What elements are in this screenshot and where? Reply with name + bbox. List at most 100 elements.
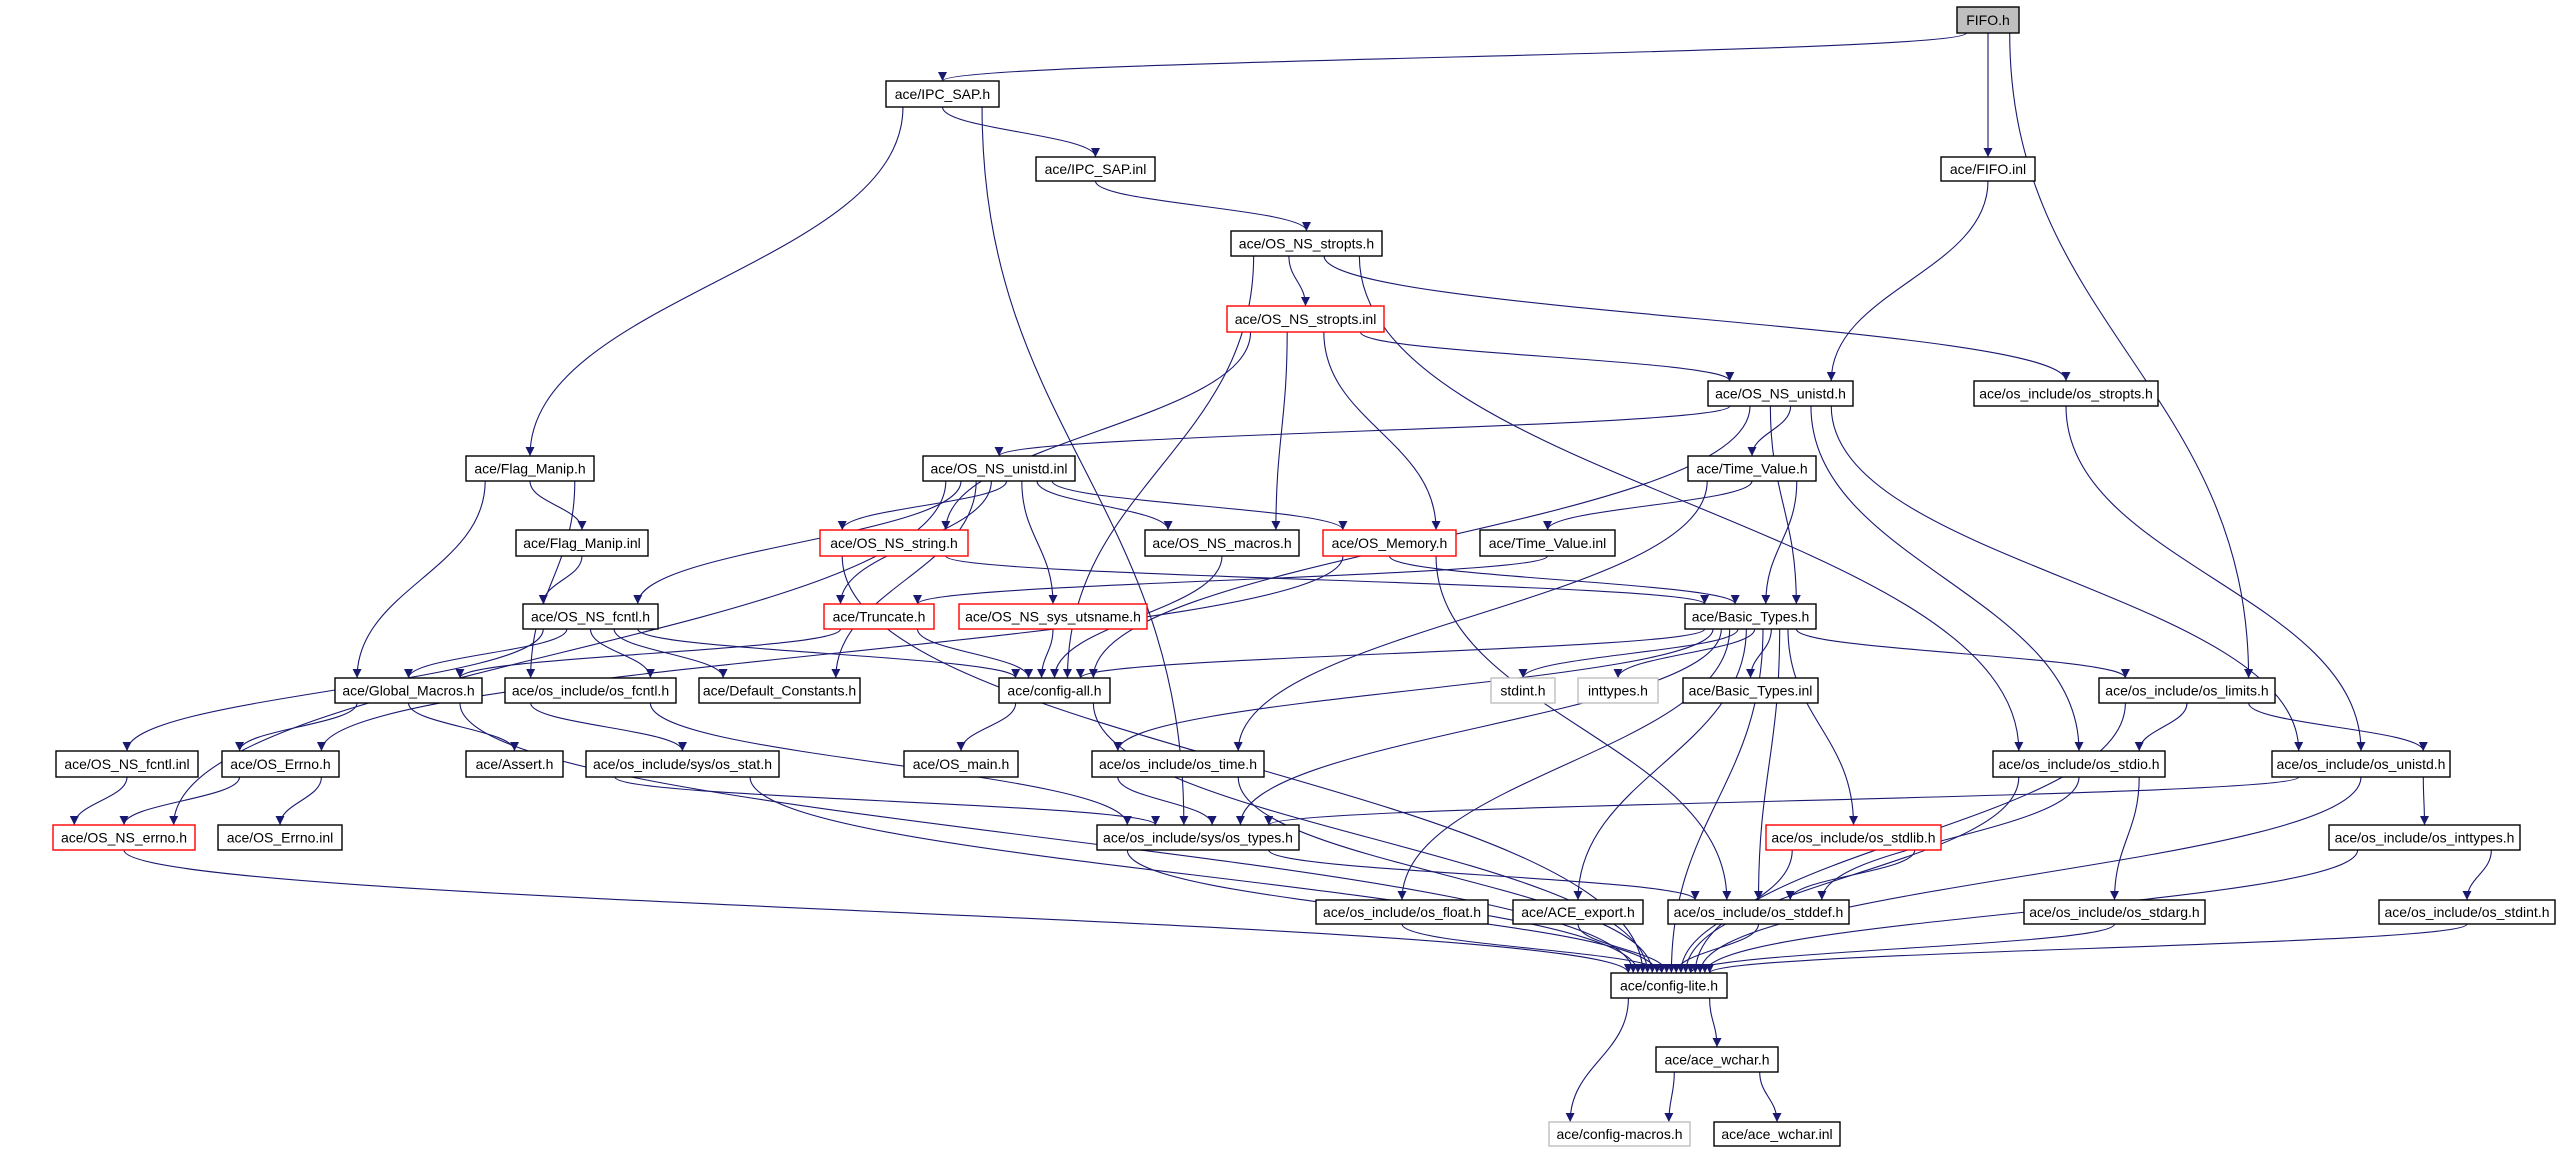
node-label: ace/os_include/os_stdarg.h bbox=[2029, 904, 2199, 920]
node-ace-os-ns-unistd-inl[interactable]: ace/OS_NS_unistd.inl bbox=[922, 455, 1076, 482]
edge-ace-basic-types-h-to-ace-os-include-sys-os-types-h bbox=[1235, 628, 1722, 826]
node-ace-os-ns-unistd-h[interactable]: ace/OS_NS_unistd.h bbox=[1707, 380, 1854, 407]
node-ace-os-ns-sys-utsname-h[interactable]: ace/OS_NS_sys_utsname.h bbox=[958, 603, 1148, 630]
edge-ace-os-ns-stropts-h-to-ace-os-include-os-stdio-h bbox=[1358, 255, 2024, 752]
node-box bbox=[1548, 1121, 1691, 1147]
node-ace-os-main-h[interactable]: ace/OS_main.h bbox=[903, 750, 1019, 778]
node-ace-os-include-os-inttypes-h[interactable]: ace/os_include/os_inttypes.h bbox=[2328, 824, 2521, 851]
node-ace-config-macros-h[interactable]: ace/config-macros.h bbox=[1548, 1121, 1691, 1147]
node-ace-os-ns-stropts-h[interactable]: ace/OS_NS_stropts.h bbox=[1230, 230, 1383, 257]
node-ace-config-all-h[interactable]: ace/config-all.h bbox=[998, 677, 1111, 704]
node-box bbox=[1512, 899, 1644, 925]
edge-ace-time-value-h-to-ace-time-value-inl bbox=[1543, 480, 1753, 531]
node-label: ace/Assert.h bbox=[476, 756, 554, 772]
node-box bbox=[585, 750, 780, 778]
nodes-layer: FIFO.h ace/IPC_SAP.h ace/IPC_SAP.inl ace/FI… bbox=[52, 6, 2556, 1147]
node-ace-basic-types-inl[interactable]: ace/Basic_Types.inl bbox=[1682, 677, 1819, 704]
node-ace-ipc-sap-inl[interactable]: ace/IPC_SAP.inl bbox=[1035, 156, 1156, 182]
node-box bbox=[1315, 899, 1489, 925]
node-stdint-h[interactable]: stdint.h bbox=[1490, 677, 1556, 704]
node-label: ace/OS_NS_unistd.h bbox=[1715, 386, 1846, 402]
node-ace-time-value-h[interactable]: ace/Time_Value.h bbox=[1687, 455, 1817, 482]
node-ace-truncate-h[interactable]: ace/Truncate.h bbox=[823, 603, 935, 630]
node-ace-os-include-os-stddef-h[interactable]: ace/os_include/os_stddef.h bbox=[1667, 899, 1850, 925]
node-ace-os-ns-string-h[interactable]: ace/OS_NS_string.h bbox=[819, 529, 969, 557]
node-ace-os-errno-h[interactable]: ace/OS_Errno.h bbox=[221, 750, 340, 778]
edge-ace-os-include-os-stdio-h-to-ace-os-include-os-stddef-h bbox=[1817, 776, 2080, 901]
node-ace-ipc-sap-h[interactable]: ace/IPC_SAP.h bbox=[885, 80, 1000, 108]
node-box bbox=[55, 750, 199, 778]
edge-ace-os-ns-stropts-h-to-ace-os-ns-stropts-inl bbox=[1288, 255, 1310, 307]
edge-ace-global-macros-h-to-ace-os-errno-h bbox=[235, 702, 358, 752]
edge-ace-basic-types-h-to-ace-os-include-os-stdlib-h bbox=[1787, 628, 1858, 826]
edge-ace-basic-types-h-to-ace-config-all-h bbox=[1076, 628, 1706, 679]
node-ace-ace-export-h[interactable]: ace/ACE_export.h bbox=[1512, 899, 1644, 925]
node-label: ace/OS_NS_fcntl.h bbox=[531, 609, 650, 625]
node-ace-flag-manip-inl[interactable]: ace/Flag_Manip.inl bbox=[515, 529, 649, 557]
node-box bbox=[1765, 824, 1942, 851]
node-ace-global-macros-h[interactable]: ace/Global_Macros.h bbox=[334, 677, 483, 704]
node-ace-os-ns-errno-h[interactable]: ace/OS_NS_errno.h bbox=[52, 824, 196, 851]
node-ace-os-include-sys-os-types-h[interactable]: ace/os_include/sys/os_types.h bbox=[1096, 824, 1300, 851]
node-label: inttypes.h bbox=[1588, 683, 1648, 699]
node-label: ace/config-lite.h bbox=[1620, 978, 1718, 994]
edge-ace-flag-manip-inl-to-ace-os-ns-fcntl-h bbox=[538, 555, 583, 605]
node-ace-flag-manip-h[interactable]: ace/Flag_Manip.h bbox=[465, 455, 595, 482]
edge-ace-os-include-os-time-h-to-ace-os-include-sys-os-types-h bbox=[1117, 776, 1217, 826]
node-label: ace/os_include/os_limits.h bbox=[2105, 683, 2268, 699]
edge-ace-config-lite-h-to-ace-ace-wchar-h bbox=[1709, 997, 1722, 1048]
node-box bbox=[217, 824, 343, 851]
node-ace-os-include-os-stropts-h[interactable]: ace/os_include/os_stropts.h bbox=[1973, 380, 2159, 407]
node-box bbox=[1091, 750, 1265, 778]
node-ace-os-ns-macros-h[interactable]: ace/OS_NS_macros.h bbox=[1144, 529, 1300, 557]
node-fifo-h[interactable]: FIFO.h bbox=[1956, 6, 2020, 34]
node-ace-os-ns-stropts-inl[interactable]: ace/OS_NS_stropts.inl bbox=[1226, 305, 1385, 333]
node-label: FIFO.h bbox=[1966, 12, 2010, 28]
node-ace-os-include-os-time-h[interactable]: ace/os_include/os_time.h bbox=[1091, 750, 1265, 778]
node-box bbox=[52, 824, 196, 851]
node-ace-default-constants-h[interactable]: ace/Default_Constants.h bbox=[698, 677, 861, 704]
node-box bbox=[958, 603, 1148, 630]
node-ace-os-errno-inl[interactable]: ace/OS_Errno.inl bbox=[217, 824, 343, 851]
edge-ace-os-include-os-stropts-h-to-ace-os-include-os-unistd-h bbox=[2065, 405, 2366, 752]
node-box bbox=[998, 677, 1111, 704]
node-ace-ace-wchar-inl[interactable]: ace/ace_wchar.inl bbox=[1713, 1121, 1841, 1147]
edge-ace-os-ns-stropts-inl-to-ace-os-ns-unistd-h bbox=[1359, 331, 1735, 382]
node-label: stdint.h bbox=[1500, 683, 1545, 699]
node-ace-os-include-os-float-h[interactable]: ace/os_include/os_float.h bbox=[1315, 899, 1489, 925]
node-ace-os-include-os-stdio-h[interactable]: ace/os_include/os_stdio.h bbox=[1992, 750, 2166, 778]
node-ace-assert-h[interactable]: ace/Assert.h bbox=[465, 750, 564, 778]
edge-ace-ipc-sap-h-to-ace-ipc-sap-inl bbox=[941, 106, 1100, 158]
node-label: ace/os_include/os_fcntl.h bbox=[512, 683, 669, 699]
edge-ace-os-include-os-unistd-h-to-ace-config-lite-h bbox=[1695, 776, 2362, 974]
node-ace-os-include-os-stdarg-h[interactable]: ace/os_include/os_stdarg.h bbox=[2023, 899, 2206, 925]
edges-layer bbox=[69, 32, 2492, 1123]
node-ace-fifo-inl[interactable]: ace/FIFO.inl bbox=[1940, 156, 2036, 182]
node-box bbox=[1577, 677, 1659, 704]
node-label: ace/FIFO.inl bbox=[1950, 161, 2026, 177]
node-label: ace/os_include/os_stdio.h bbox=[1998, 756, 2159, 772]
edge-ace-flag-manip-h-to-ace-global-macros-h bbox=[352, 480, 486, 679]
node-ace-os-include-os-stdint-h[interactable]: ace/os_include/os_stdint.h bbox=[2378, 899, 2556, 925]
node-inttypes-h[interactable]: inttypes.h bbox=[1577, 677, 1659, 704]
node-label: ace/os_include/os_stddef.h bbox=[1674, 904, 1844, 920]
node-box bbox=[1610, 972, 1728, 999]
node-ace-time-value-inl[interactable]: ace/Time_Value.inl bbox=[1479, 529, 1616, 557]
edge-ace-os-ns-fcntl-inl-to-ace-os-ns-errno-h bbox=[69, 776, 128, 826]
node-ace-os-include-os-limits-h[interactable]: ace/os_include/os_limits.h bbox=[2098, 677, 2276, 704]
node-box bbox=[1035, 156, 1156, 182]
edge-ace-truncate-h-to-ace-config-all-h bbox=[916, 628, 1034, 679]
node-label: ace/Time_Value.h bbox=[1696, 461, 1807, 477]
node-ace-os-memory-h[interactable]: ace/OS_Memory.h bbox=[1322, 529, 1457, 557]
node-ace-os-include-sys-os-stat-h[interactable]: ace/os_include/sys/os_stat.h bbox=[585, 750, 780, 778]
node-ace-os-include-os-fcntl-h[interactable]: ace/os_include/os_fcntl.h bbox=[504, 677, 677, 704]
node-label: ace/Basic_Types.inl bbox=[1689, 683, 1813, 699]
node-ace-os-include-os-stdlib-h[interactable]: ace/os_include/os_stdlib.h bbox=[1765, 824, 1942, 851]
node-ace-os-ns-fcntl-inl[interactable]: ace/OS_NS_fcntl.inl bbox=[55, 750, 199, 778]
node-ace-config-lite-h[interactable]: ace/config-lite.h bbox=[1610, 972, 1728, 999]
node-ace-os-include-os-unistd-h[interactable]: ace/os_include/os_unistd.h bbox=[2271, 750, 2451, 778]
node-ace-os-ns-fcntl-h[interactable]: ace/OS_NS_fcntl.h bbox=[522, 603, 659, 630]
edge-ace-os-include-sys-os-stat-h-to-ace-os-include-sys-os-types-h bbox=[614, 776, 1160, 826]
node-ace-basic-types-h[interactable]: ace/Basic_Types.h bbox=[1684, 603, 1817, 630]
node-ace-ace-wchar-h[interactable]: ace/ace_wchar.h bbox=[1655, 1046, 1779, 1073]
